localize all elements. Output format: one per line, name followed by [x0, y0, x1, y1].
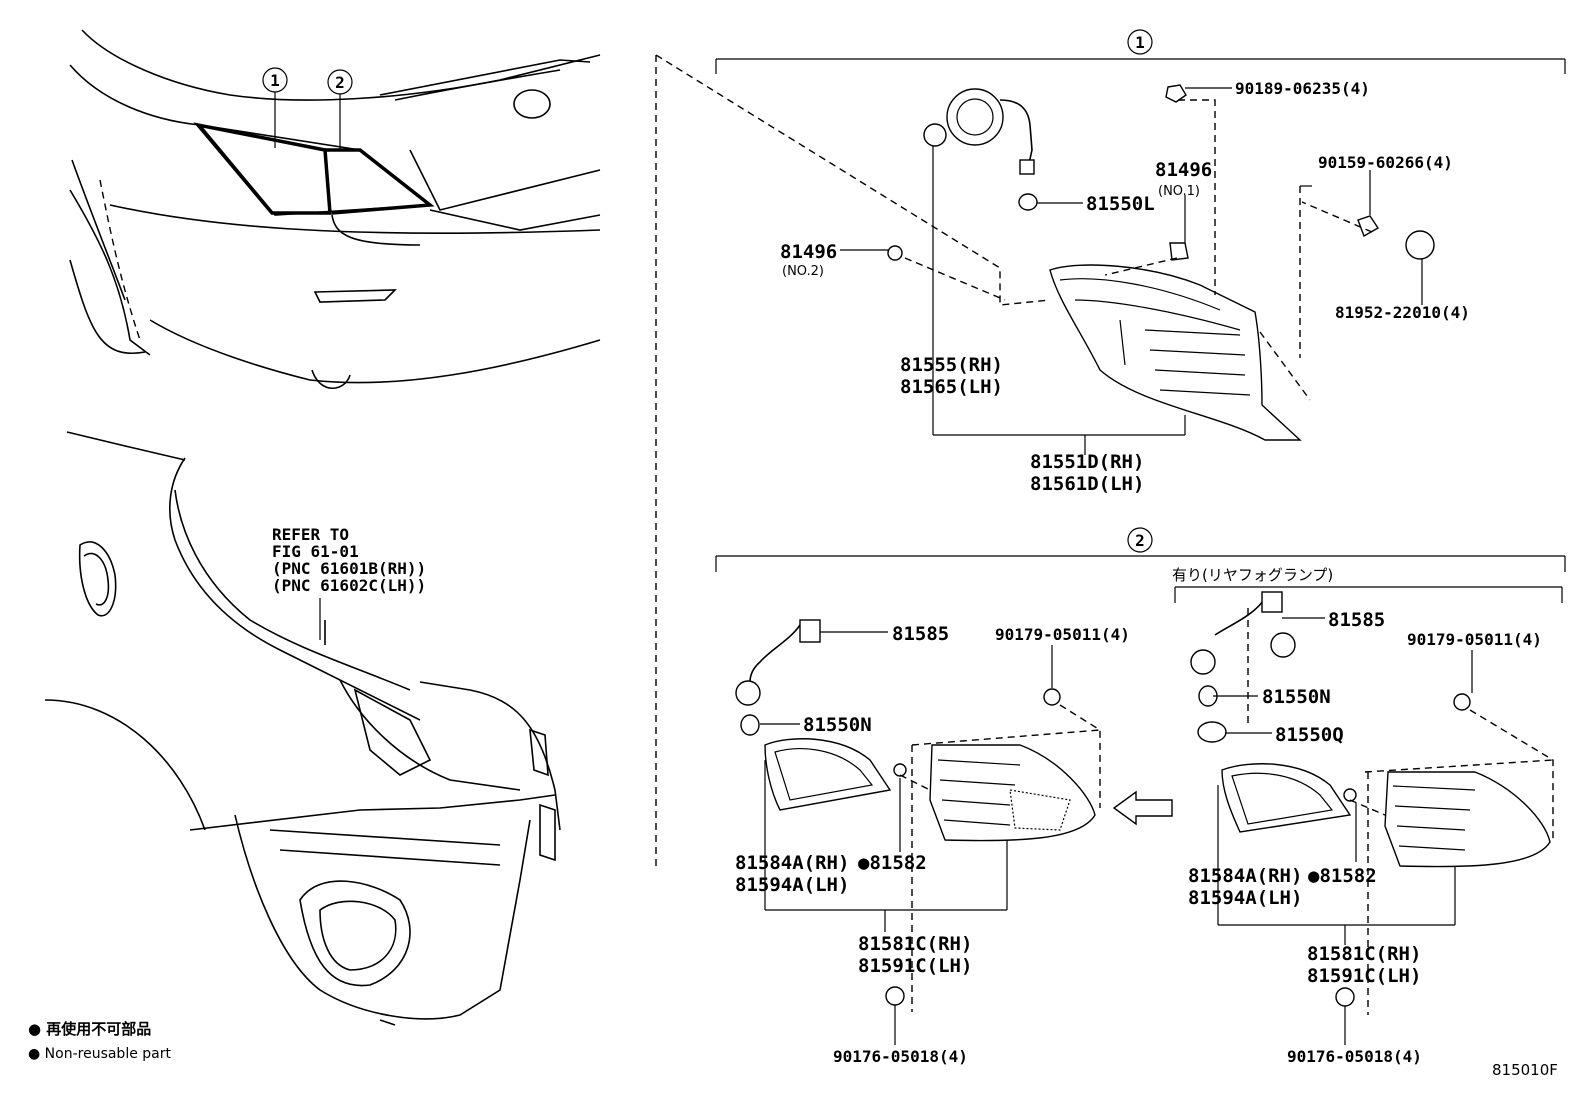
label-81555-rh: 81555(RH) [900, 354, 1003, 376]
vehicle-rear-illustration [69, 29, 601, 389]
socket-assembly [923, 88, 1038, 211]
callout-1-vehicle: 1 [262, 67, 288, 148]
label-81550N-right: 81550N [1262, 686, 1331, 708]
legend-jp: ● 再使用不可部品 [28, 1020, 151, 1038]
fasteners-group1 [887, 84, 1435, 261]
label-81585-right: 81585 [1328, 609, 1385, 631]
label-81561D-lh: 81561D(LH) [1030, 473, 1144, 495]
label-81591C-lh-right: 81591C(LH) [1307, 965, 1421, 987]
label-90176-05018-left: 90176-05018(4) [833, 1047, 968, 1066]
callout-1-top: 1 [1127, 29, 1153, 55]
label-90189-06235: 90189-06235(4) [1235, 79, 1370, 98]
legend-en: ● Non-reusable part [28, 1046, 171, 1062]
label-81496-no1: 81496 [1155, 159, 1212, 181]
label-90179-05011-left: 90179-05011(4) [995, 625, 1130, 644]
callout-2-label: 2 [1135, 531, 1145, 550]
label-81584A-rh-right: 81584A(RH) [1188, 865, 1302, 887]
fog-lamp-option-label: 有り(リヤフォグランプ) [1172, 566, 1333, 584]
arrow-icon [1112, 790, 1173, 826]
label-81582-right: ●81582 [1308, 865, 1377, 887]
tail-lamp-outer [1049, 264, 1302, 441]
group1-leaders [840, 87, 1423, 455]
label-81952-22010: 81952-22010(4) [1335, 303, 1470, 322]
label-81550Q-right: 81550Q [1275, 724, 1344, 746]
group2-frame [715, 555, 1566, 826]
refer-line4: (PNC 61602C(LH)) [272, 576, 426, 595]
label-81551D-rh: 81551D(RH) [1030, 451, 1144, 473]
label-81496-no2-sub: (NO.2) [782, 264, 824, 279]
label-90159-60266: 90159-60266(4) [1318, 153, 1453, 172]
callout-2-vehicle: 2 [327, 69, 353, 150]
label-81584A-rh-left: 81584A(RH) [735, 852, 849, 874]
label-81496-no1-sub: (NO.1) [1158, 184, 1200, 199]
refer-line3: (PNC 61601B(RH)) [272, 559, 426, 578]
inner-lamp-right [1190, 591, 1551, 1007]
inner-lamp-left [735, 619, 1096, 1006]
label-90179-05011-right: 90179-05011(4) [1407, 630, 1542, 649]
refer-line2: FIG 61-01 [272, 542, 359, 561]
label-81581C-rh-left: 81581C(RH) [858, 933, 972, 955]
callout-1-label: 1 [1135, 33, 1145, 52]
callout-2-vehicle-label: 2 [335, 73, 345, 92]
group2-right-leaders [1213, 608, 1554, 1045]
label-81594A-lh-right: 81594A(LH) [1188, 887, 1302, 909]
label-81582-left: ●81582 [858, 852, 927, 874]
callout-1-vehicle-label: 1 [270, 71, 280, 90]
label-81581C-rh-right: 81581C(RH) [1307, 943, 1421, 965]
label-81594A-lh-left: 81594A(LH) [735, 874, 849, 896]
label-90176-05018-right: 90176-05018(4) [1287, 1047, 1422, 1066]
group2-left-leaders [760, 631, 1101, 1045]
figure-id: 815010F [1492, 1061, 1558, 1079]
callout-2-top: 2 [1127, 527, 1153, 553]
label-81591C-lh-left: 81591C(LH) [858, 955, 972, 977]
quarter-panel-illustration [44, 431, 561, 1026]
label-81550L: 81550L [1086, 193, 1155, 215]
label-81585-left: 81585 [892, 623, 949, 645]
label-81565-lh: 81565(LH) [900, 376, 1003, 398]
label-81496-no2: 81496 [780, 241, 837, 263]
refer-line1: REFER TO [272, 525, 349, 544]
group1-frame [655, 54, 1566, 868]
label-81550N-left: 81550N [803, 714, 872, 736]
